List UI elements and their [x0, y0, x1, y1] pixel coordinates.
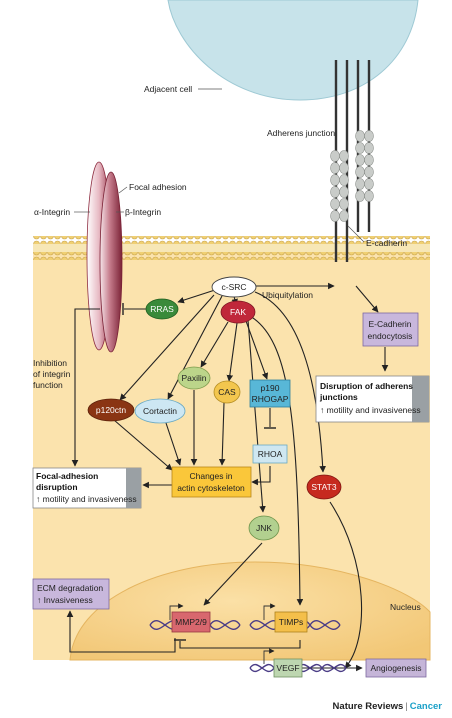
adherens-disruption-sub: ↑ motility and invasiveness: [320, 405, 421, 415]
cadherin-beads: [330, 130, 374, 222]
inhibition-label-line3: function: [33, 380, 63, 390]
ubiquitylation-label: Ubiquitylation: [262, 290, 313, 300]
arrow-integrin-focal: [71, 308, 100, 467]
p120ctn-label: p120ctn: [96, 405, 127, 415]
focal-disruption-line2: disruption: [36, 482, 78, 492]
ecm-line1: ECM degradation: [37, 583, 103, 593]
outcome-focal-disruption: Focal-adhesion disruption ↑ motility and…: [32, 467, 142, 509]
arrow-stat3-vegf: [329, 501, 363, 669]
node-angiogenesis: Angiogenesis: [365, 658, 427, 678]
cas-label: CAS: [218, 387, 236, 397]
node-p190: p190 RHOGAP: [249, 379, 291, 408]
outcome-ecm-degradation: ECM degradation ↑ Invasiveness: [32, 578, 110, 610]
node-timps: TIMPs: [274, 611, 308, 633]
focal-adhesion-label: Focal adhesion: [129, 182, 187, 192]
arrow-fak-p190: [245, 320, 269, 380]
e-cadherin-label: E-cadherin: [366, 238, 407, 248]
fak-label: FAK: [230, 307, 246, 317]
arrow-csrc-rras: [177, 289, 216, 304]
arrow-mmp-ecm: [66, 610, 176, 653]
adjacent-cell-label: Adjacent cell: [144, 84, 192, 94]
angiogenesis-label: Angiogenesis: [370, 663, 421, 673]
arrow-rhoa-actin: [251, 466, 271, 486]
p190-label-line1: p190: [261, 383, 280, 393]
vegf-label: VEGF: [276, 663, 299, 673]
arrow-csrc-stat3: [254, 291, 326, 473]
outcome-ecad-endocytosis: E-Cadherin endocytosis: [362, 312, 419, 347]
timps-mmp-bracket: [174, 639, 301, 649]
mmp-label: MMP2/9: [175, 617, 207, 627]
inhibition-label-line1: Inhibition: [33, 358, 67, 368]
adherens-junction-label: Adherens junction: [267, 128, 335, 138]
cortactin-label: Cortactin: [143, 406, 177, 416]
node-vegf: VEGF: [273, 658, 303, 678]
node-rhoa: RHOA: [252, 444, 288, 464]
node-jnk: JNK: [248, 515, 280, 541]
outcome-adherens-disruption: Disruption of adherens junctions ↑ motil…: [315, 375, 430, 423]
arrow-jnk-mmp: [203, 542, 263, 606]
stat3-label: STAT3: [311, 482, 336, 492]
node-cas: CAS: [213, 380, 241, 404]
node-rras: RRAS: [145, 298, 179, 320]
arrow-p120-actin: [113, 419, 173, 471]
arrow-cas-actin: [218, 402, 226, 466]
node-mmp: MMP2/9: [171, 611, 211, 633]
focal-disruption-line1: Focal-adhesion: [36, 471, 98, 481]
ecad-endocytosis-line2: endocytosis: [368, 331, 413, 341]
arrow-fak-cas: [226, 322, 238, 382]
ecad-endocytosis-line1: E-Cadherin: [369, 319, 412, 329]
actin-label-line2: actin cytoskeleton: [177, 483, 245, 493]
timps-label: TIMPs: [279, 617, 304, 627]
nucleus: Nucleus: [69, 561, 431, 661]
adherens-disruption-line1: Disruption of adherens: [320, 381, 413, 391]
focal-disruption-sub: ↑ motility and invasiveness: [36, 494, 137, 504]
arrow-ecad-endocytosis: [355, 285, 379, 313]
integrins: Focal adhesion α-Integrin β-Integrin: [34, 161, 187, 353]
node-stat3: STAT3: [306, 474, 342, 500]
adjacent-cell: Adjacent cell: [144, 0, 419, 101]
rhoa-label: RHOA: [258, 449, 283, 459]
p190-label-line2: RHOGAP: [252, 394, 289, 404]
credit-separator: |: [405, 701, 408, 712]
alpha-integrin-label: α-Integrin: [34, 207, 70, 217]
arrow-fak-jnk: [247, 319, 266, 513]
arrow-csrc-p120: [119, 294, 215, 401]
node-fak: FAK: [220, 300, 256, 324]
inhibition-label-line2: of integrin: [33, 369, 71, 379]
node-csrc: c-SRC: [211, 276, 257, 298]
node-paxilin: Paxilin: [177, 366, 211, 390]
node-p120ctn: p120ctn: [87, 398, 135, 422]
node-cortactin: Cortactin: [134, 398, 186, 424]
arrow-csrc-cortactin: [167, 295, 223, 400]
node-actin: Changes in actin cytoskeleton: [171, 466, 252, 498]
arrow-cortactin-actin: [165, 422, 182, 466]
jnk-label: JNK: [256, 523, 272, 533]
ecm-line2: ↑ Invasiveness: [37, 595, 93, 605]
rras-label: RRAS: [150, 304, 174, 314]
csrc-label: c-SRC: [221, 282, 246, 292]
journal-credit: Nature Reviews|Cancer: [333, 701, 442, 712]
nucleus-label: Nucleus: [390, 602, 421, 612]
actin-label-line1: Changes in: [189, 471, 232, 481]
adherens-junction: Adherens junction E-cadherin: [267, 60, 407, 262]
paxilin-label: Paxilin: [181, 373, 206, 383]
arrow-fak-paxilin: [200, 321, 229, 368]
beta-integrin-label: β-Integrin: [125, 207, 161, 217]
credit-section: Cancer: [409, 701, 442, 712]
adherens-disruption-line2: junctions: [319, 392, 358, 402]
credit-journal: Nature Reviews: [332, 701, 404, 712]
